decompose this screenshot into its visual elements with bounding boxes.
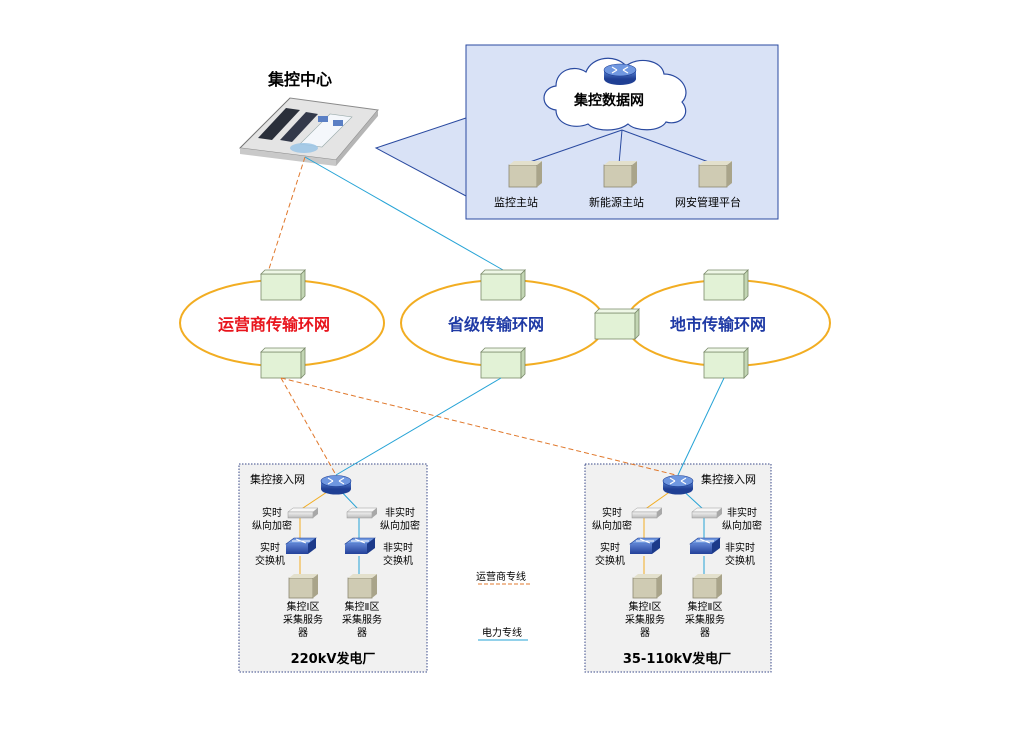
plant-devices bbox=[285, 475, 723, 599]
nonrealtime-switch-icon bbox=[689, 537, 721, 554]
realtime-encryptor-icon bbox=[631, 507, 663, 519]
plant2-name-label: 35-110kV发电厂 bbox=[622, 652, 732, 667]
plant1-left-enc-label: 实时纵向加密 bbox=[252, 508, 292, 532]
plant-2-devices bbox=[629, 475, 723, 599]
data-network-cloud bbox=[543, 57, 687, 131]
plant1-left-srv-label: 集控Ⅰ区采集服务器 bbox=[283, 602, 323, 639]
plant2-left-enc-label: 实时纵向加密 bbox=[592, 508, 632, 532]
ring-node-boxes bbox=[260, 269, 749, 379]
plant2-right-srv-label: 集控Ⅱ区采集服务器 bbox=[685, 602, 725, 639]
zone1-collection-server-icon bbox=[632, 574, 662, 599]
node-label-monitor: 监控主站 bbox=[494, 196, 538, 209]
plant1-left-sw-label: 实时交换机 bbox=[255, 543, 285, 567]
control-center-building-icon bbox=[238, 97, 379, 166]
realtime-switch-icon bbox=[629, 537, 661, 554]
plant-220kv-box bbox=[238, 463, 428, 673]
plant1-right-srv-label: 集控Ⅱ区采集服务器 bbox=[342, 602, 382, 639]
cloud-router-icon bbox=[603, 63, 637, 85]
plant1-name-label: 220kV发电厂 bbox=[290, 652, 376, 667]
nonrealtime-encryptor-icon bbox=[691, 507, 723, 519]
plant2-right-enc-label: 非实时纵向加密 bbox=[722, 508, 762, 532]
zone2-collection-server-icon bbox=[692, 574, 722, 599]
legend-power-label: 电力专线 bbox=[482, 628, 522, 639]
realtime-encryptor-icon bbox=[287, 507, 319, 519]
server-security-platform bbox=[698, 161, 732, 188]
trunk-links bbox=[267, 156, 504, 273]
node-label-new-energy: 新能源主站 bbox=[589, 196, 644, 209]
plant-1-devices bbox=[285, 475, 378, 599]
nonrealtime-encryptor-icon bbox=[346, 507, 378, 519]
plant2-left-sw-label: 实时交换机 bbox=[595, 543, 625, 567]
nonrealtime-switch-icon bbox=[344, 537, 376, 554]
legend-carrier-label: 运营商专线 bbox=[476, 572, 526, 583]
ring-provincial-label: 省级传输环网 bbox=[448, 315, 545, 334]
plant2-right-sw-label: 非实时交换机 bbox=[725, 543, 755, 567]
plant2-access-label: 集控接入网 bbox=[701, 473, 756, 486]
plant1-right-enc-label: 非实时纵向加密 bbox=[380, 508, 420, 532]
plant1-access-label: 集控接入网 bbox=[250, 473, 305, 486]
data-network-links bbox=[523, 129, 715, 165]
node-label-security: 网安管理平台 bbox=[675, 196, 741, 209]
server-new-energy-station bbox=[603, 161, 637, 188]
control-center-label: 集控中心 bbox=[268, 70, 333, 89]
ring-municipal-label: 地市传输环网 bbox=[670, 315, 767, 334]
plant-uplinks bbox=[280, 377, 725, 476]
plant1-right-sw-label: 非实时交换机 bbox=[383, 543, 413, 567]
access-router-icon bbox=[662, 475, 694, 495]
zone2-collection-server-icon bbox=[347, 574, 377, 599]
access-router-icon bbox=[320, 475, 352, 495]
realtime-switch-icon bbox=[285, 537, 317, 554]
ring-carrier-label: 运营商传输环网 bbox=[218, 315, 331, 334]
server-monitor-station bbox=[508, 161, 542, 188]
data-network-label: 集控数据网 bbox=[574, 93, 644, 109]
plant2-left-srv-label: 集控Ⅰ区采集服务器 bbox=[625, 602, 665, 639]
zone1-collection-server-icon bbox=[288, 574, 318, 599]
plant-35-110kv-box bbox=[584, 463, 772, 673]
